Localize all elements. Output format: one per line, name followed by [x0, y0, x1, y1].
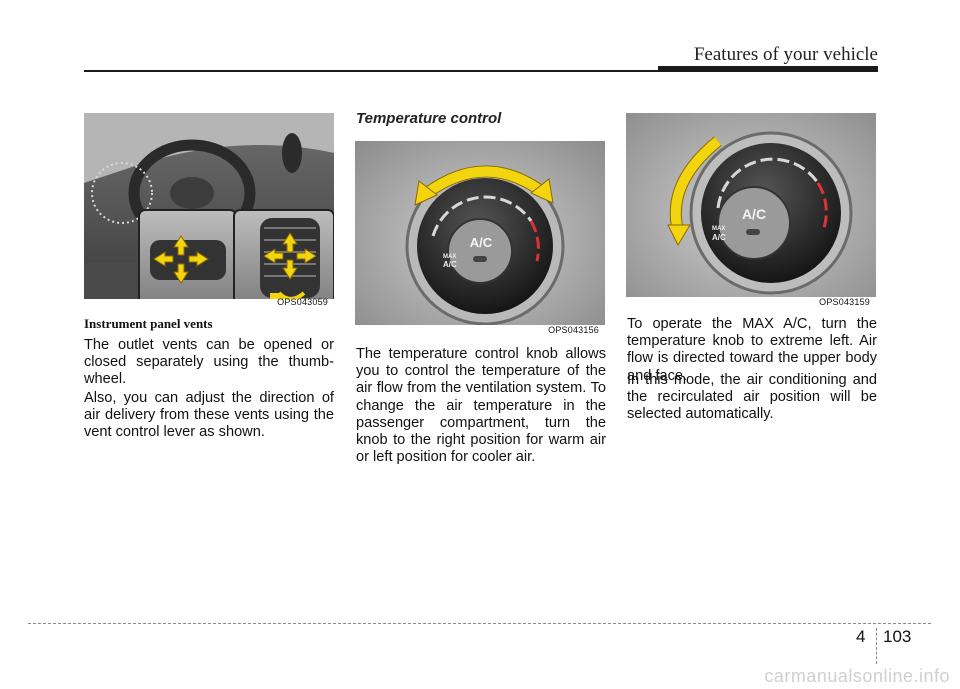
paragraph: In this mode, the air conditioning and t… [627, 372, 877, 423]
footer-divider [876, 628, 877, 664]
knob-left-illustration: A/C MAX A/C [626, 113, 876, 310]
temperature-knob-right-figure: A/C MAX A/C OPS043156 [355, 141, 605, 338]
knob-ac-label: A/C [742, 206, 766, 222]
vents-figure: OPS043059 [84, 113, 334, 310]
page-number: 103 [883, 627, 912, 646]
vents-illustration [84, 113, 334, 310]
paragraph: The outlet vents can be opened or closed… [84, 337, 334, 388]
temperature-knob-left-figure: A/C MAX A/C OPS043159 [626, 113, 876, 310]
paragraph: The temperature control knob allows you … [356, 346, 606, 466]
header-title: Features of your vehicle [693, 44, 878, 65]
figure-code: OPS043059 [277, 297, 328, 307]
header-rule [84, 70, 878, 72]
section-heading-vents: Instrument panel vents [84, 316, 213, 331]
header-rule-accent [658, 66, 878, 72]
knob-max-ac-label: A/C [712, 233, 726, 242]
chapter-number: 4 [856, 627, 866, 646]
paragraph: Also, you can adjust the direction of ai… [84, 390, 334, 441]
footer-rule [28, 623, 931, 624]
figure-code: OPS043156 [548, 325, 599, 335]
knob-right-illustration: A/C MAX A/C [355, 141, 605, 338]
watermark-text: carmanualsonline.info [764, 666, 950, 686]
knob-max-label: MAX [712, 226, 725, 232]
figure-code: OPS043159 [819, 297, 870, 307]
paragraph: To operate the MAX A/C, turn the tempera… [627, 316, 877, 384]
section-heading-temperature: Temperature control [356, 110, 502, 127]
knob-ac-label: A/C [470, 235, 493, 250]
knob-max-label: MAX [443, 254, 456, 260]
knob-max-ac-label: A/C [443, 260, 457, 269]
